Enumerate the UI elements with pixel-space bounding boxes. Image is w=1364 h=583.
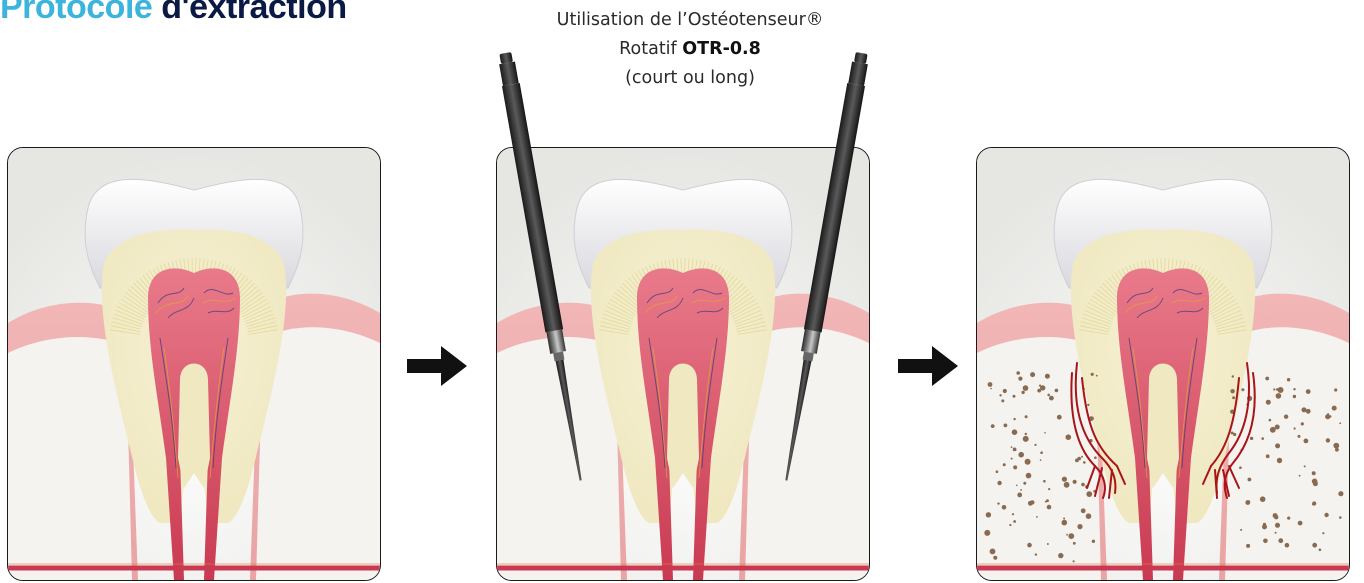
osteotensor-right: [777, 51, 870, 482]
osteotensor-left: [496, 51, 589, 482]
